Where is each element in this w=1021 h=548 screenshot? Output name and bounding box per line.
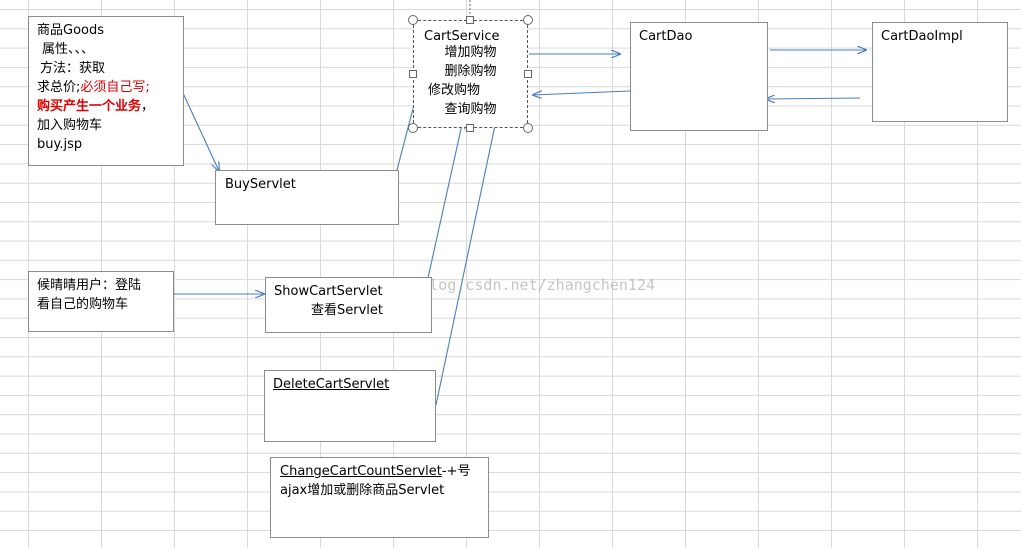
goods-attributes: 属性、、、 [42,42,95,57]
buy-servlet-label: BuyServlet [225,177,296,192]
change-cart-count-desc: ajax增加或删除商品Servlet [280,483,445,498]
arrow-cartdao-to-cartservice [533,90,631,95]
cart-service-box[interactable]: CartService 增加购物 删除购物 修改购物 查询购物 [413,20,528,128]
user-note-line2: 看自己的购物车 [37,297,129,312]
cart-service-modify: 修改购物 [428,83,481,98]
cart-dao-box[interactable]: CartDao [630,22,768,131]
change-cart-count-servlet-box[interactable]: ChangeCartCountServlet-+号 ajax增加或删除商品Ser… [270,457,489,538]
goods-must-write: 必须自己写; [80,80,150,95]
change-cart-count-line1: ChangeCartCountServlet-+号 [280,462,480,481]
goods-methods: 方法：获取 [40,61,106,76]
arrow-goods-to-buyservlet [182,92,219,171]
resize-handle-bottom[interactable] [466,124,474,132]
goods-total-line: 求总价;必须自己写; [37,78,175,97]
buy-servlet-box[interactable]: BuyServlet [215,170,399,225]
cart-dao-label: CartDao [639,29,693,44]
goods-business-line: 购买产生一个业务， [37,97,175,116]
show-cart-servlet-label: ShowCartServlet [274,284,383,299]
resize-handle-right[interactable] [524,70,532,78]
arrow-showcart-to-cartservice [427,120,463,279]
resize-handle-bottom-left[interactable] [408,123,418,133]
cart-dao-impl-label: CartDaoImpl [881,29,963,44]
change-cart-count-servlet-label: ChangeCartCountServlet [280,464,442,479]
cart-dao-impl-box[interactable]: CartDaoImpl [872,22,1008,122]
cart-service-delete: 删除购物 [444,64,497,79]
goods-comma: ， [141,99,155,114]
arrow-deletecart-to-cartservice [435,78,505,406]
delete-cart-servlet-label: DeleteCartServlet [273,377,390,392]
resize-handle-top-left[interactable] [408,15,418,25]
change-cart-count-plus-minus: -+号 [441,464,471,479]
delete-cart-servlet-box[interactable]: DeleteCartServlet [264,370,436,442]
goods-add-to-cart: 加入购物车 [37,118,103,133]
goods-business-text: 购买产生一个业务 [37,99,142,114]
cart-service-title: CartService [424,29,500,44]
resize-handle-top[interactable] [466,16,474,24]
goods-total-text: 求总价; [37,80,81,95]
user-note[interactable]: 候晴晴用户：登陆 看自己的购物车 [28,271,174,332]
show-cart-servlet-box[interactable]: ShowCartServlet 查看Servlet [265,277,432,333]
resize-handle-left[interactable] [409,70,417,78]
arrow-cartdaoimpl-to-cartdao [766,98,861,99]
resize-handle-bottom-right[interactable] [523,123,533,133]
goods-title: 商品Goods [37,23,105,38]
cart-service-query: 查询购物 [444,102,497,117]
user-note-line1: 候晴晴用户：登陆 [37,278,142,293]
cart-service-add: 增加购物 [444,45,497,60]
resize-handle-top-right[interactable] [523,15,533,25]
goods-buy-jsp: buy.jsp [37,137,83,152]
show-cart-servlet-desc: 查看Servlet [311,303,383,318]
goods-note[interactable]: 商品Goods 属性、、、 方法：获取 求总价;必须自己写; 购买产生一个业务，… [28,16,184,166]
